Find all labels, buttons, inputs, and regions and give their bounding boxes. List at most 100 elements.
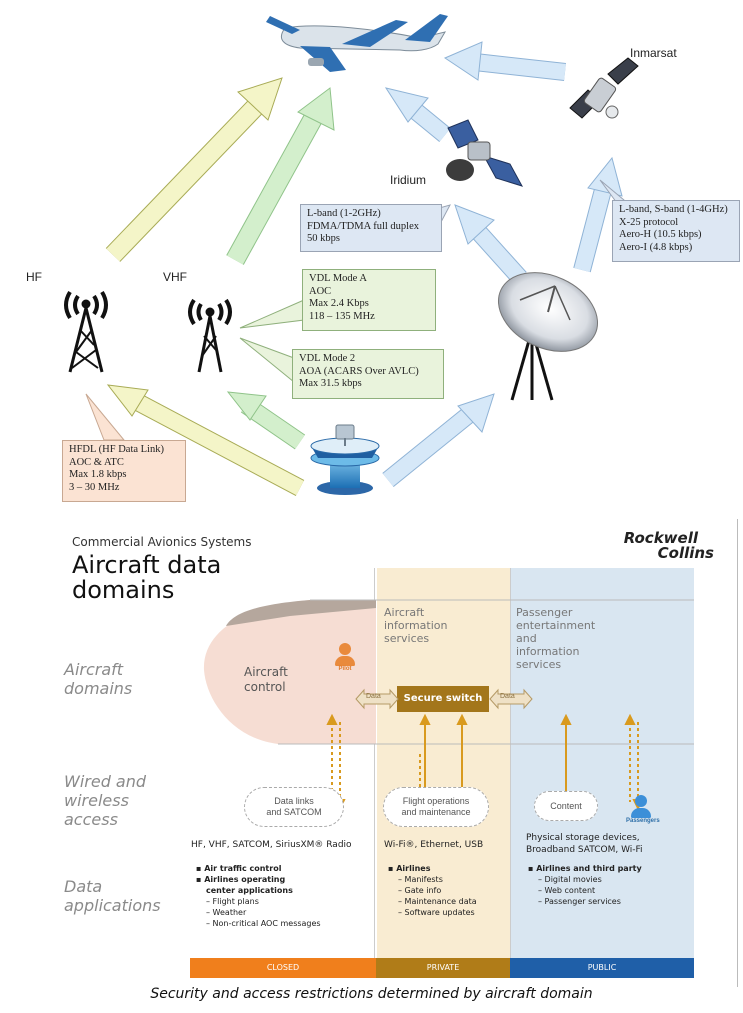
vdl-a-callout-tail — [239, 299, 305, 329]
dish-arrow-to-inmarsat — [573, 156, 623, 273]
hf-arrow-to-aircraft — [105, 77, 283, 262]
cloud-label-line: Content — [550, 801, 582, 811]
pax-domain-label-line: entertainment — [516, 619, 596, 632]
app-bullet-continuation: center applications — [206, 886, 293, 895]
data-arrow-right — [489, 688, 533, 710]
ground-station-tower-icon — [310, 424, 380, 495]
hf-label: HF — [26, 270, 42, 284]
app-dash: – Web content — [538, 886, 596, 895]
band-closed: CLOSED — [190, 958, 376, 978]
slide-kicker: Commercial Avionics Systems — [72, 535, 252, 549]
pax-domain-label-line: information — [516, 645, 580, 658]
access-control: HF, VHF, SATCOM, SiriusXM® Radio — [191, 840, 352, 850]
data-arrow-left — [355, 688, 399, 710]
pax-domain-panel — [510, 568, 694, 978]
pilot-label: Pilot — [338, 666, 352, 672]
app-dash: – Flight plans — [206, 897, 259, 906]
data-tag: Data — [500, 693, 515, 700]
app-bullet: ▪ Airlines operating — [196, 875, 286, 884]
info-domain-label: Aircraft information services — [384, 606, 448, 645]
pax-domain-label-line: and — [516, 632, 537, 645]
info-domain-label-line: information — [384, 619, 448, 632]
inmarsat-callout-line: Aero-H (10.5 kbps) — [619, 229, 702, 240]
apps-control: ▪ Air traffic control ▪ Airlines operati… — [196, 863, 321, 929]
aircraft-data-domains-slide: Commercial Avionics Systems Aircraft dat… — [0, 519, 743, 1013]
app-dash: – Gate info — [398, 886, 442, 895]
app-dash: – Passenger services — [538, 897, 621, 906]
apps-pax: ▪ Airlines and third party – Digital mov… — [528, 863, 642, 907]
access-pax-line: Broadband SATCOM, Wi-Fi — [526, 845, 643, 855]
app-dash: – Maintenance data — [398, 897, 477, 906]
app-dash: – Weather — [206, 908, 247, 917]
cloud-label-line: and SATCOM — [266, 807, 322, 817]
cloud-content: Content — [534, 791, 598, 821]
data-tag: Data — [366, 693, 381, 700]
info-domain-panel — [377, 568, 510, 978]
row-label-line: access — [64, 810, 118, 829]
slide-title-line: Aircraft data — [72, 551, 222, 579]
iridium-callout: L-band (1-2GHz) FDMA/TDMA full duplex 50… — [300, 204, 442, 252]
apps-info: ▪ Airlines – Manifests – Gate info – Mai… — [388, 863, 477, 918]
hfdl-callout-tail — [85, 393, 126, 441]
hfdl-callout: HFDL (HF Data Link) AOC & ATC Max 1.8 kb… — [62, 440, 186, 502]
vdl-2-callout-line: VDL Mode 2 — [299, 353, 356, 364]
app-dash: – Manifests — [398, 875, 443, 884]
app-dash: – Non-critical AOC messages — [206, 919, 321, 928]
logo-line: Collins — [657, 544, 714, 562]
row-label-aircraft-domains: Aircraft domains — [64, 660, 132, 698]
app-dash: – Digital movies — [538, 875, 602, 884]
slide-border — [737, 519, 738, 987]
passenger-avatar-icon — [635, 795, 647, 807]
inmarsat-arrow-to-aircraft — [443, 41, 566, 81]
pax-domain-label: Passenger entertainment and information … — [516, 606, 595, 671]
inmarsat-callout-line: X-25 protocol — [619, 216, 679, 228]
info-domain-label-line: Aircraft — [384, 606, 425, 619]
access-pax-line: Physical storage devices, — [526, 833, 640, 843]
cloud-label-line: Data links — [274, 796, 314, 806]
vdl-a-callout-line: AOC — [309, 285, 332, 297]
vhf-arrow-to-aircraft — [226, 87, 335, 265]
access-info: Wi-Fi®, Ethernet, USB — [384, 840, 484, 850]
iridium-arrow-to-aircraft — [384, 87, 451, 142]
inmarsat-callout: L-band, S-band (1-4GHz) X-25 protocol Ae… — [612, 200, 740, 262]
vhf-label: VHF — [163, 270, 187, 284]
hf-arrow-from-ground — [106, 384, 305, 496]
pilot-avatar-icon — [339, 643, 351, 655]
row-label-applications: Data applications — [64, 877, 161, 915]
app-bullet: ▪ Airlines and third party — [528, 864, 642, 873]
domain-divider — [374, 568, 375, 978]
iridium-callout-line: FDMA/TDMA full duplex — [307, 220, 420, 232]
iridium-callout-line: L-band (1-2GHz) — [307, 208, 381, 219]
row-label-line: Data — [64, 877, 103, 896]
band-private: PRIVATE — [376, 958, 510, 978]
slide-title-line: domains — [72, 576, 175, 604]
iridium-callout-line: 50 kbps — [307, 233, 340, 244]
logo-line: Rockwell — [623, 529, 698, 547]
inmarsat-callout-line: L-band, S-band (1-4GHz) — [619, 204, 728, 215]
cloud-flight-ops: Flight operations and maintenance — [383, 787, 489, 827]
band-public: PUBLIC — [510, 958, 694, 978]
aircraft-nose-shape — [203, 600, 376, 744]
row-label-line: Wired and — [64, 772, 147, 791]
row-label-access: Wired and wireless access — [64, 772, 146, 829]
ground-arrow-to-dish — [382, 393, 495, 487]
inmarsat-callout-line: Aero-I (4.8 kbps) — [619, 241, 693, 253]
pilot-avatar: Pilot — [334, 643, 356, 672]
hfdl-callout-line: Max 1.8 kbps — [69, 469, 127, 480]
cloud-data-links: Data links and SATCOM — [244, 787, 344, 827]
slide-caption: Security and access restrictions determi… — [150, 986, 593, 1002]
control-domain-label: Aircraft control — [244, 665, 288, 695]
slide-title: Aircraft data domains — [72, 553, 221, 603]
pax-domain-label-line: Passenger — [516, 606, 573, 619]
fuselage-outline — [278, 599, 694, 745]
app-bullet: ▪ Air traffic control — [196, 864, 282, 873]
info-domain-label-line: services — [384, 632, 430, 645]
vdl-2-callout-tail — [239, 337, 295, 384]
iridium-satellite-icon — [446, 119, 524, 187]
vdl-mode-2-callout: VDL Mode 2 AOA (ACARS Over AVLC) Max 31.… — [292, 349, 444, 399]
app-dash: – Software updates — [398, 908, 475, 917]
inmarsat-satellite-icon — [569, 57, 639, 119]
vdl-a-callout-line: VDL Mode A — [309, 273, 367, 284]
hfdl-callout-line: AOC & ATC — [69, 456, 124, 468]
passengers-avatar: Passengers — [626, 795, 660, 824]
